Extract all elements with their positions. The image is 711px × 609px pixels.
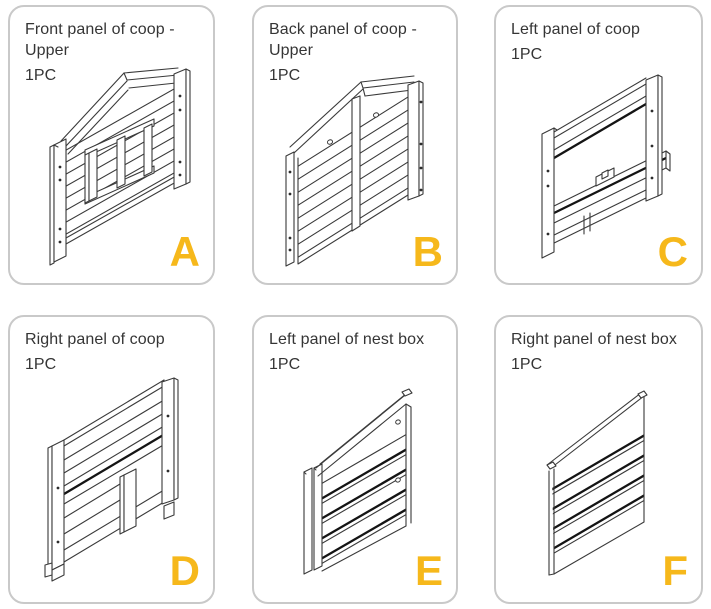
part-letter-badge: F [662,547,688,594]
part-card-c: Left panel of coop 1PC [494,5,703,285]
part-letter-badge: D [169,547,200,594]
front-panel-coop-upper-illustration [12,65,212,277]
left-panel-coop-illustration [498,65,698,277]
back-panel-coop-upper-illustration [256,65,456,277]
part-quantity: 1PC [511,356,543,373]
part-card-f: Right panel of nest box 1PC [494,315,703,604]
part-card-b: Back panel of coop - Upper 1PC [252,5,458,285]
part-quantity: 1PC [269,67,301,84]
part-quantity: 1PC [511,46,543,63]
right-panel-nest-box-illustration [498,375,698,587]
part-letter-badge: C [657,228,688,275]
left-panel-nest-box-illustration [256,375,456,587]
right-panel-coop-illustration [12,375,212,587]
part-title: Right panel of nest box [511,331,677,348]
part-quantity: 1PC [25,67,57,84]
part-letter-badge: B [412,228,443,275]
part-card-d: Right panel of coop 1PC [8,315,215,604]
part-letter-badge: A [169,228,200,275]
part-title: Left panel of coop [511,21,641,38]
part-letter-badge: E [414,547,443,594]
part-title: Back panel of coop - Upper [269,21,417,59]
part-title: Left panel of nest box [269,331,425,348]
part-card-e: Left panel of nest box 1PC [252,315,458,604]
part-card-a: Front panel of coop - Upper 1PC [8,5,215,285]
part-quantity: 1PC [25,356,57,373]
part-title: Front panel of coop - Upper [25,21,175,59]
part-quantity: 1PC [269,356,301,373]
part-title: Right panel of coop [25,331,165,348]
